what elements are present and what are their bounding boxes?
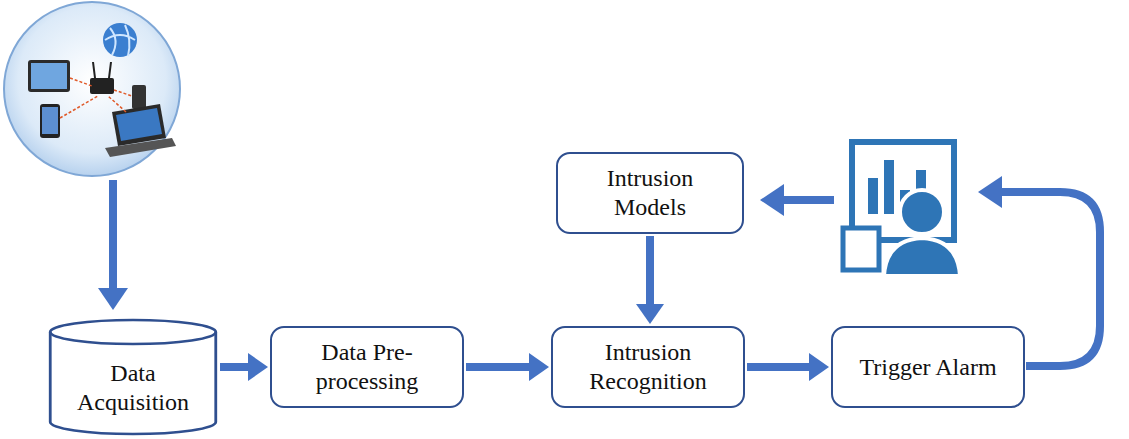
text-group: Intrusion Models	[585, 164, 715, 222]
arrow-shaft	[220, 363, 250, 371]
model-box: Intrusion Models	[556, 152, 744, 234]
text-group: Data Pre-processing	[287, 338, 447, 396]
node-label: Data Pre-processing	[287, 338, 447, 396]
arrow-head	[248, 353, 268, 381]
process-box: Trigger Alarm	[831, 326, 1025, 408]
arrow-shaft	[747, 363, 811, 371]
storage-cylinder: Data Acquisition	[48, 318, 218, 436]
node-label: Intrusion Recognition	[568, 338, 728, 396]
arrow-shaft	[466, 363, 531, 371]
arrow-head	[636, 304, 664, 324]
flow-arrow	[636, 236, 664, 324]
process-box: Intrusion Recognition	[551, 326, 745, 408]
text-group: Data Acquisition	[54, 359, 212, 417]
analyst-icon	[843, 142, 960, 276]
process-box: Data Pre-processing	[270, 326, 464, 408]
arrow-head	[809, 353, 829, 381]
input-arrow	[98, 180, 128, 310]
node-label: Data Acquisition	[54, 359, 212, 417]
node-label: Trigger Alarm	[859, 353, 996, 382]
arrow-head	[529, 353, 549, 381]
text-group: Intrusion Recognition	[568, 338, 728, 396]
flow-arrow	[466, 353, 549, 381]
flow-arrow	[220, 353, 268, 381]
network-illustration	[4, 2, 180, 176]
arrow-shaft	[646, 236, 654, 306]
text-group: Trigger Alarm	[859, 353, 996, 382]
flow-arrow	[747, 353, 829, 381]
node-label: Intrusion Models	[585, 164, 715, 222]
